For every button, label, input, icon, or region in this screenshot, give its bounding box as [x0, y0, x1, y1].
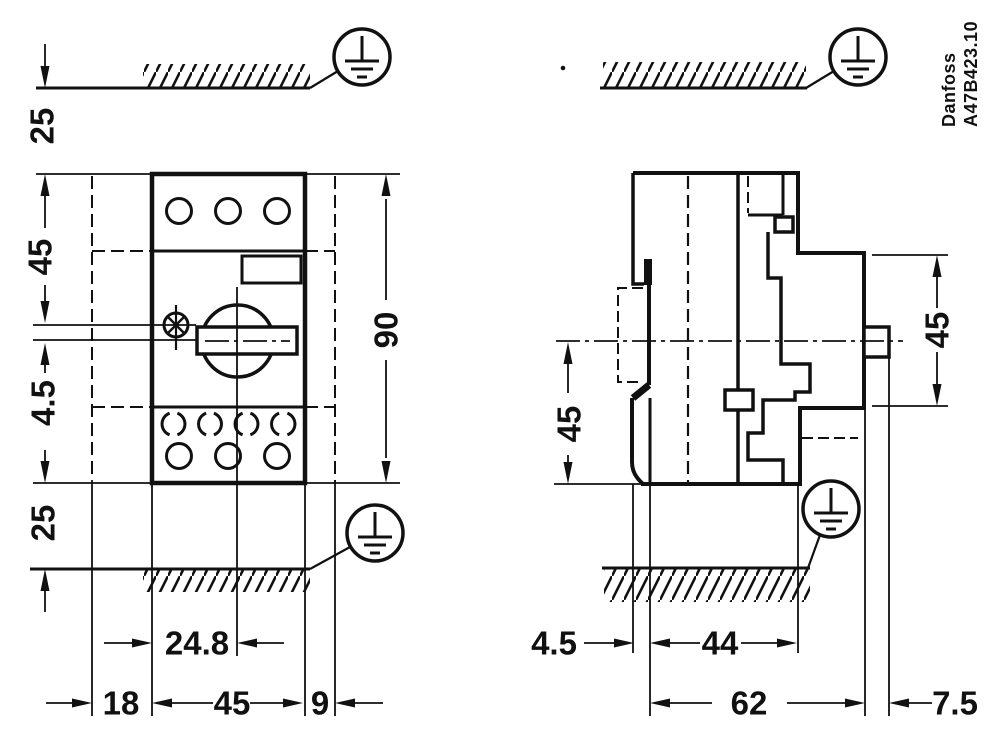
- front-dimension-arrows: [40, 66, 391, 708]
- dim-left-clearance: 18: [103, 685, 140, 722]
- body-section-lines: [152, 249, 305, 409]
- top-terminal-screws: [165, 197, 291, 225]
- title-block: Danfoss A47B423.10: [939, 21, 981, 127]
- rating-label-window: [240, 254, 303, 285]
- dim-right-clearance: 9: [311, 685, 329, 722]
- dim-top-clearance: 25: [24, 108, 61, 145]
- protective-earth-symbols: [309, 27, 888, 570]
- front-view: [33, 44, 400, 716]
- drawing-number: A47B423.10: [961, 21, 981, 127]
- dim-clip-depth: 4.5: [531, 625, 577, 662]
- protective-earth-icon: [309, 503, 405, 570]
- din-rail-hook: [644, 259, 652, 285]
- mounting-surface-hatch: [604, 568, 810, 602]
- protective-earth-icon: [309, 27, 392, 89]
- hidden-clip-position: [617, 176, 858, 439]
- stray-dot: [560, 65, 566, 71]
- handle-side-profile: [862, 325, 891, 359]
- dim-total-height: 90: [368, 312, 405, 349]
- latch-detail: [773, 215, 795, 234]
- contact-openings: [160, 411, 297, 437]
- protective-earth-icon: [805, 27, 888, 89]
- front-step-profile: [746, 232, 812, 484]
- mounting-surface-hatch: [143, 569, 310, 592]
- mounting-surfaces: [30, 62, 810, 602]
- side-dimension-lines: [554, 254, 948, 716]
- dim-top-to-handle: 45: [22, 239, 59, 276]
- side-dimension-arrows: [563, 255, 942, 708]
- bottom-terminal-screws: [165, 442, 291, 470]
- dim-width: 45: [214, 685, 251, 722]
- mounting-surface-hatch: [603, 62, 806, 88]
- dim-center-from-left: 24.8: [165, 625, 229, 662]
- dim-bottom-clearance: 25: [25, 505, 62, 542]
- dim-handle-protrusion: 7.5: [932, 685, 978, 722]
- dim-rear-height: 45: [551, 406, 588, 443]
- dimension-labels: 25 45 4.5 25 90 24.8 18 45 9 45 45 4.5 4…: [22, 108, 978, 722]
- mounting-surface-hatch: [143, 64, 310, 88]
- clip-ramp: [630, 382, 652, 401]
- hidden-lines: [91, 176, 336, 483]
- brand-name: Danfoss: [939, 52, 959, 127]
- din-rail-clip: [630, 398, 645, 486]
- front-dimension-lines: [33, 44, 400, 716]
- dim-body-depth: 44: [702, 625, 739, 662]
- side-view: [554, 171, 948, 716]
- protective-earth-icon: [801, 479, 861, 569]
- terminal-detail: [723, 388, 755, 412]
- dim-total-depth: 62: [731, 685, 768, 722]
- dim-handle-offset: 4.5: [25, 380, 62, 426]
- dim-front-height: 45: [919, 312, 956, 349]
